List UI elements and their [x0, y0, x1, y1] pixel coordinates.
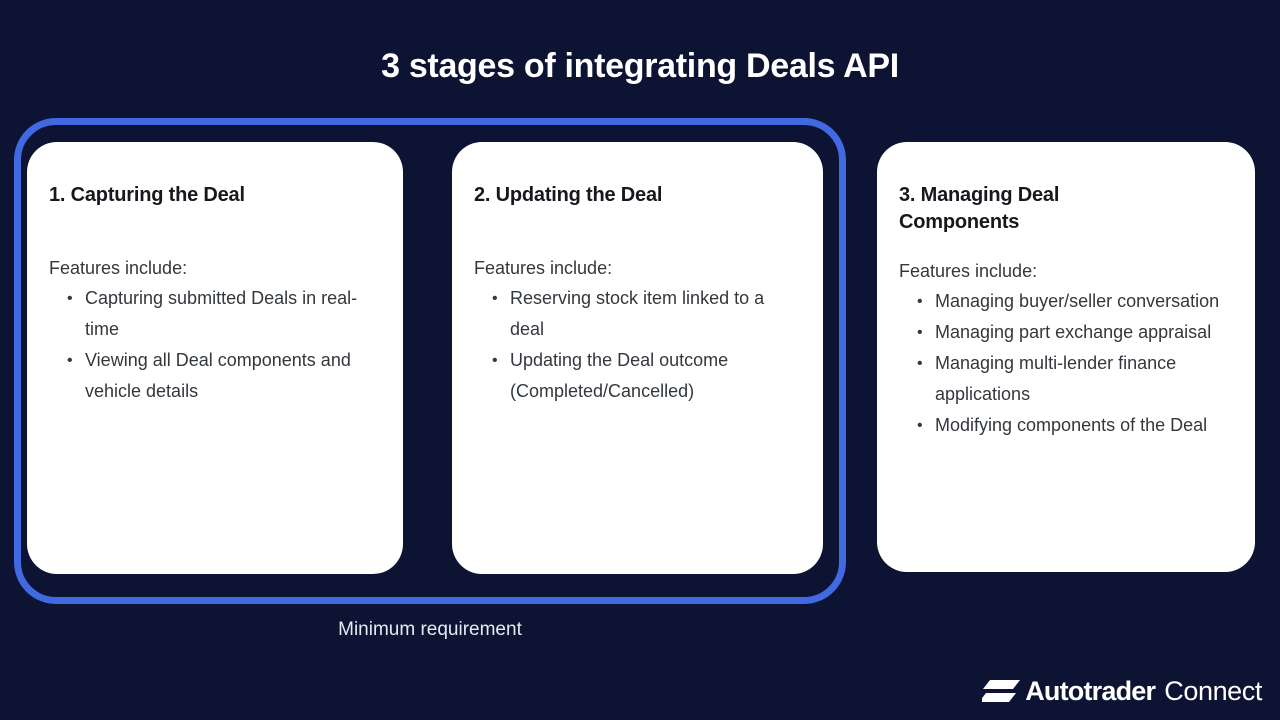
stage-card-1-feature-list: Capturing submitted Deals in real-time V…	[49, 283, 381, 407]
minimum-requirement-highlight-outline	[14, 118, 846, 604]
stage-card-1-heading-line1: 1. Capturing the Deal	[49, 184, 245, 206]
stage-card-3-features-label: Features include:	[899, 261, 1038, 281]
stage-card-2-feature-list: Reserving stock item linked to a deal Up…	[474, 283, 801, 407]
list-item: Modifying components of the Deal	[899, 410, 1233, 441]
stage-card-1-heading: 1. Capturing the Deal	[49, 182, 381, 209]
logo-product-text: Connect	[1164, 676, 1262, 706]
stage-card-2-heading-line1: 2. Updating the Deal	[474, 184, 663, 206]
stage-card-3[interactable]: 3. Managing Deal Components Features inc…	[877, 142, 1255, 572]
list-item: Reserving stock item linked to a deal	[474, 283, 801, 345]
logo-brand-text: Autotrader	[1025, 676, 1156, 706]
stage-card-2-features-label: Features include:	[474, 258, 613, 278]
minimum-requirement-caption: Minimum requirement	[338, 619, 522, 640]
list-item: Updating the Deal outcome (Completed/Can…	[474, 345, 801, 407]
list-item: Managing multi-lender finance applicatio…	[899, 348, 1233, 410]
stage-card-2[interactable]: 2. Updating the Deal Features include: R…	[452, 142, 823, 574]
list-item: Capturing submitted Deals in real-time	[49, 283, 381, 345]
list-item: Managing part exchange appraisal	[899, 317, 1233, 348]
stage-card-3-heading: 3. Managing Deal Components	[899, 182, 1233, 236]
page-title: 3 stages of integrating Deals API	[381, 47, 899, 85]
stage-card-3-heading-line1: 3. Managing Deal	[899, 184, 1060, 206]
stage-card-3-feature-list: Managing buyer/seller conversation Manag…	[899, 286, 1233, 441]
autotrader-connect-logo: Autotrader Connect	[982, 674, 1262, 708]
autotrader-chevron-stripes-icon	[982, 680, 1021, 702]
stage-card-3-heading-line2: Components	[899, 211, 1020, 233]
stage-card-1[interactable]: 1. Capturing the Deal Features include: …	[27, 142, 403, 574]
list-item: Viewing all Deal components and vehicle …	[49, 345, 381, 407]
stage-card-2-heading: 2. Updating the Deal	[474, 182, 801, 209]
list-item: Managing buyer/seller conversation	[899, 286, 1233, 317]
stage-card-1-features-label: Features include:	[49, 258, 188, 278]
